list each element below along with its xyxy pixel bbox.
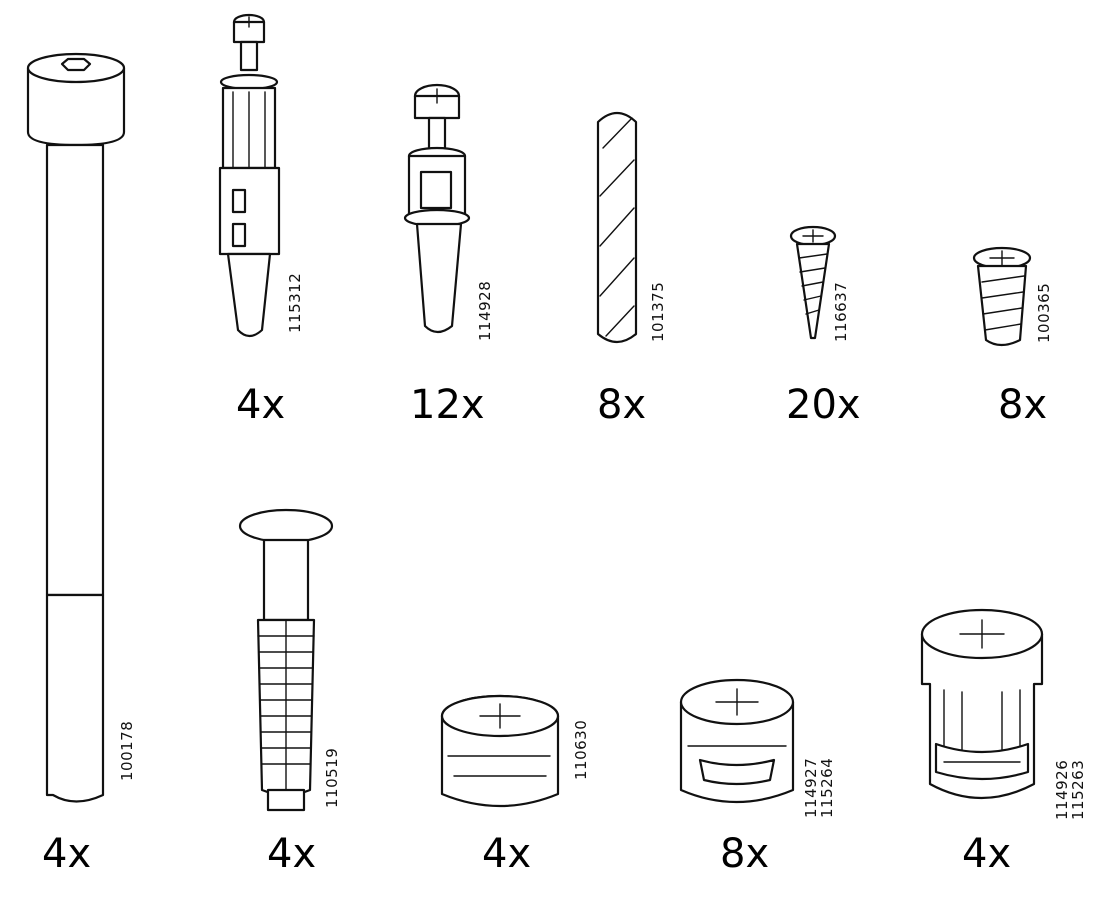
- part-quantity: 4x: [962, 831, 1012, 877]
- part-quantity: 8x: [597, 382, 647, 428]
- part-quantity: 8x: [720, 831, 770, 877]
- part-quantity: 4x: [236, 382, 286, 428]
- part-quantity: 4x: [42, 831, 92, 877]
- part-code: 114926 115263: [1053, 759, 1087, 820]
- part-quantity: 12x: [410, 382, 485, 428]
- part-quantity: 4x: [267, 831, 317, 877]
- part-quantity: 20x: [786, 382, 861, 428]
- part-quantity: 8x: [998, 382, 1048, 428]
- part-quantity: 4x: [482, 831, 532, 877]
